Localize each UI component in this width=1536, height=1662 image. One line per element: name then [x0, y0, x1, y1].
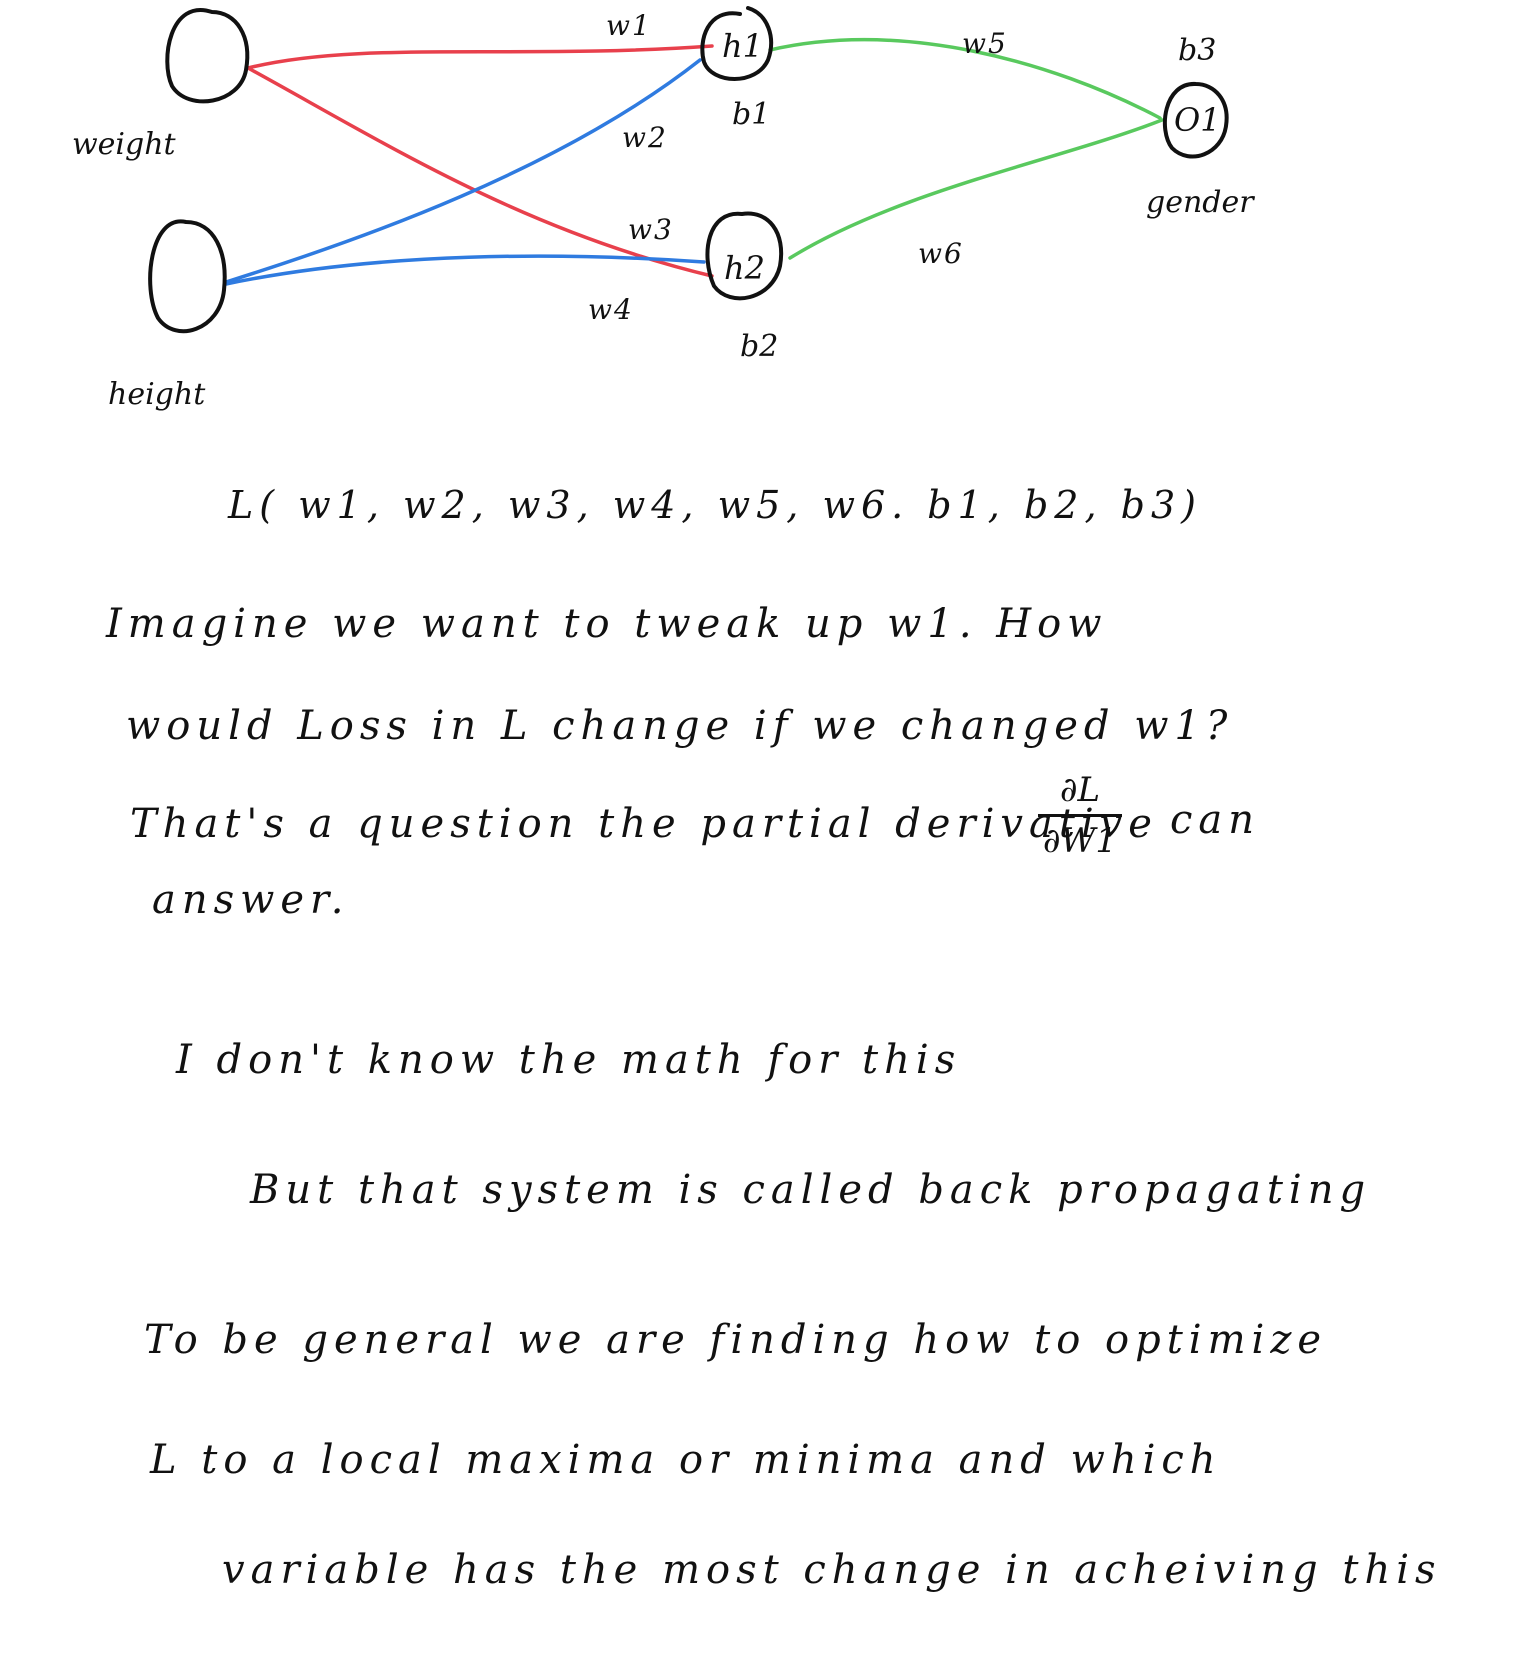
input-node-height [148, 219, 227, 334]
para3-line2: L to a local maxima or minima and which [150, 1437, 1222, 1483]
bias-label-b3: b3 [1178, 33, 1217, 68]
para3-line3: variable has the most change in acheivin… [222, 1547, 1442, 1593]
neural-network-diagram [148, 6, 1229, 334]
fraction-bar [1038, 814, 1122, 817]
bias-label-b1: b1 [732, 97, 771, 132]
para1-line4: answer. [152, 877, 350, 923]
weight-label-w3: w3 [628, 213, 674, 246]
bias-label-b2: b2 [740, 329, 779, 364]
edge-w5 [768, 38, 1162, 120]
para1-line2: would Loss in L change if we changed w1? [126, 703, 1234, 749]
edge-w1 [246, 44, 714, 70]
weight-label-w2: w2 [622, 121, 668, 154]
para3-line1: To be general we are finding how to opti… [144, 1317, 1328, 1363]
edge-w3 [246, 66, 714, 278]
weight-label-w1: w1 [606, 9, 652, 42]
edge-w2 [224, 58, 702, 284]
loss-function: L( w1, w2, w3, w4, w5, w6. b1, b2, b3) [228, 483, 1202, 527]
para1-line3b: can [1170, 797, 1261, 843]
fraction-numerator: ∂L [1059, 770, 1101, 810]
input-label-height: height [108, 377, 206, 412]
weight-label-w4: w4 [588, 293, 634, 326]
weight-label-w6: w6 [918, 237, 964, 270]
edge-w4 [224, 254, 706, 286]
hidden-node-h2 [705, 211, 784, 301]
input-node-weight [165, 8, 250, 104]
fraction-denominator: ∂W1 [1042, 821, 1118, 861]
para2-line2: But that system is called back propagati… [250, 1167, 1372, 1213]
partial-derivative-fraction: ∂L ∂W1 [1038, 770, 1122, 861]
para1-line3a: That's a question the partial derivative [130, 801, 1158, 847]
weight-label-w5: w5 [962, 27, 1008, 60]
para2-line1: I don't know the math for this [176, 1037, 962, 1083]
hidden-node-label-h2: h2 [724, 249, 765, 287]
para1-line1: Imagine we want to tweak up w1. How [106, 601, 1108, 647]
output-node-label-o1: O1 [1174, 101, 1221, 139]
output-label-gender: gender [1146, 185, 1254, 220]
hidden-node-label-h1: h1 [722, 27, 763, 65]
hidden-node-h1 [700, 6, 774, 81]
output-node-o1 [1162, 81, 1229, 159]
edge-w6 [788, 118, 1164, 260]
input-label-weight: weight [72, 127, 176, 162]
